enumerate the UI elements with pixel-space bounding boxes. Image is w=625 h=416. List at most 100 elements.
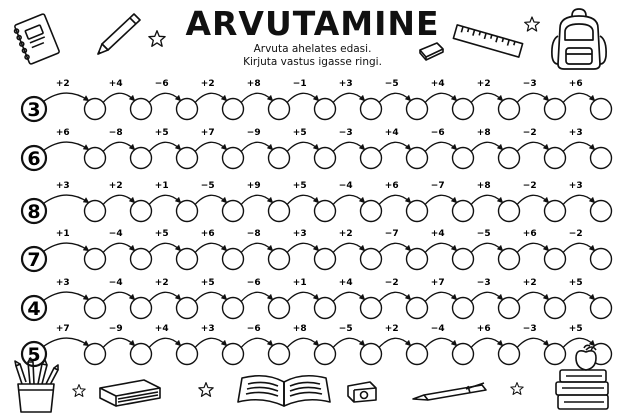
answer-circle[interactable] <box>267 296 291 320</box>
answer-circle[interactable] <box>313 296 337 320</box>
step-arrow <box>102 194 136 206</box>
answer-circle[interactable] <box>267 342 291 366</box>
answer-circle[interactable] <box>543 342 567 366</box>
start-number: 8 <box>27 201 40 223</box>
start-number-circle <box>20 340 48 368</box>
chain-row: 6+6−8+5+7−9+5−3+4−6+8−2+3 <box>20 128 613 172</box>
answer-circle[interactable] <box>359 342 383 366</box>
answer-circle[interactable] <box>175 342 199 366</box>
answer-circle[interactable] <box>451 342 475 366</box>
answer-circle[interactable] <box>543 247 567 271</box>
answer-circle[interactable] <box>313 247 337 271</box>
operation-label: +6 <box>477 324 491 334</box>
step-arrow <box>194 242 228 254</box>
answer-circle[interactable] <box>221 146 245 170</box>
answer-circle[interactable] <box>451 199 475 223</box>
answer-circle[interactable] <box>589 97 613 121</box>
step-arrow <box>378 92 412 104</box>
answer-circle[interactable] <box>543 97 567 121</box>
answer-circle[interactable] <box>313 199 337 223</box>
answer-circle[interactable] <box>267 247 291 271</box>
answer-circle[interactable] <box>83 146 107 170</box>
answer-circle[interactable] <box>221 97 245 121</box>
answer-circle[interactable] <box>451 146 475 170</box>
step-arrow <box>332 92 366 104</box>
answer-circle[interactable] <box>405 296 429 320</box>
answer-circle[interactable] <box>313 97 337 121</box>
answer-circle[interactable] <box>129 146 153 170</box>
answer-circle[interactable] <box>589 199 613 223</box>
answer-circle[interactable] <box>497 296 521 320</box>
answer-circle[interactable] <box>313 146 337 170</box>
answer-circle[interactable] <box>313 342 337 366</box>
answer-circle[interactable] <box>451 296 475 320</box>
answer-circle[interactable] <box>359 97 383 121</box>
answer-circle[interactable] <box>405 146 429 170</box>
answer-circle[interactable] <box>405 199 429 223</box>
answer-circle[interactable] <box>359 247 383 271</box>
answer-circle[interactable] <box>543 296 567 320</box>
answer-circle[interactable] <box>175 97 199 121</box>
operation-label: +2 <box>339 229 353 239</box>
answer-circle[interactable] <box>83 296 107 320</box>
answer-circle[interactable] <box>359 146 383 170</box>
answer-circle[interactable] <box>359 296 383 320</box>
answer-circle[interactable] <box>267 199 291 223</box>
operation-label: −2 <box>569 229 583 239</box>
step-arrow <box>378 337 412 349</box>
answer-circle[interactable] <box>589 296 613 320</box>
book-icon <box>99 379 161 407</box>
operation-label: −8 <box>247 229 261 239</box>
answer-circle[interactable] <box>497 146 521 170</box>
step-arrow <box>516 242 550 254</box>
answer-circle[interactable] <box>497 97 521 121</box>
answer-circle[interactable] <box>221 247 245 271</box>
answer-circle[interactable] <box>543 199 567 223</box>
answer-circle[interactable] <box>175 296 199 320</box>
answer-circle[interactable] <box>405 97 429 121</box>
answer-circle[interactable] <box>267 146 291 170</box>
step-arrow <box>516 291 550 303</box>
answer-circle[interactable] <box>221 296 245 320</box>
ruler-icon <box>452 24 524 58</box>
answer-circle[interactable] <box>267 97 291 121</box>
answer-circle[interactable] <box>83 97 107 121</box>
operation-label: −6 <box>247 278 261 288</box>
answer-circle[interactable] <box>83 199 107 223</box>
answer-circle[interactable] <box>129 296 153 320</box>
answer-circle[interactable] <box>589 146 613 170</box>
answer-circle[interactable] <box>497 342 521 366</box>
answer-circle[interactable] <box>451 97 475 121</box>
answer-circle[interactable] <box>221 199 245 223</box>
step-arrow <box>562 337 596 349</box>
answer-circle[interactable] <box>129 342 153 366</box>
step-arrow <box>286 194 320 206</box>
answer-circle[interactable] <box>175 247 199 271</box>
operation-label: −7 <box>431 181 445 191</box>
answer-circle[interactable] <box>83 247 107 271</box>
step-arrow <box>516 141 550 153</box>
operation-label: +9 <box>247 181 261 191</box>
answer-circle[interactable] <box>129 247 153 271</box>
answer-circle[interactable] <box>543 146 567 170</box>
operation-label: +5 <box>201 278 215 288</box>
answer-circle[interactable] <box>83 342 107 366</box>
step-arrow <box>378 194 412 206</box>
instruction-line-2: Kirjuta vastus igasse ringi. <box>243 56 382 68</box>
step-arrow <box>148 141 182 153</box>
answer-circle[interactable] <box>589 247 613 271</box>
operation-label: +2 <box>155 278 169 288</box>
answer-circle[interactable] <box>451 247 475 271</box>
answer-circle[interactable] <box>129 97 153 121</box>
answer-circle[interactable] <box>405 247 429 271</box>
star-icon <box>510 382 524 395</box>
answer-circle[interactable] <box>175 199 199 223</box>
answer-circle[interactable] <box>129 199 153 223</box>
backpack-icon <box>551 8 607 70</box>
answer-circle[interactable] <box>497 199 521 223</box>
answer-circle[interactable] <box>175 146 199 170</box>
answer-circle[interactable] <box>405 342 429 366</box>
answer-circle[interactable] <box>497 247 521 271</box>
answer-circle[interactable] <box>221 342 245 366</box>
answer-circle[interactable] <box>359 199 383 223</box>
